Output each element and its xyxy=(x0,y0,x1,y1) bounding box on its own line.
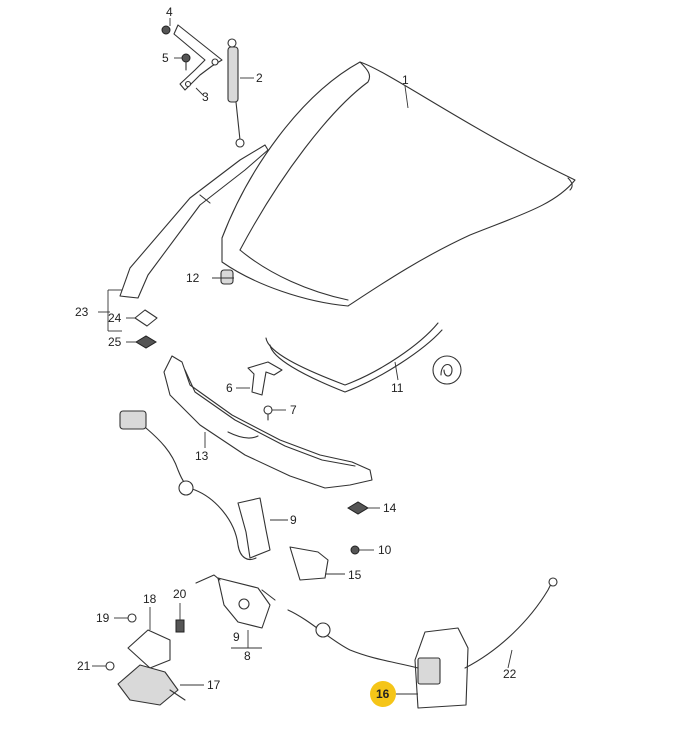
label-part-21[interactable]: 21 xyxy=(77,659,91,673)
front-cover-panel[interactable] xyxy=(163,355,373,489)
highlight-badge-part-16 xyxy=(370,681,396,707)
label-part-1[interactable]: 1 xyxy=(402,73,409,87)
label-part-24[interactable]: 24 xyxy=(108,311,122,325)
release-cable[interactable] xyxy=(119,410,257,561)
bolt-part-4[interactable] xyxy=(161,25,171,35)
label-part-12[interactable]: 12 xyxy=(186,271,200,285)
label-part-22[interactable]: 22 xyxy=(503,667,517,681)
part-labels: 1 2 3 4 5 6 7 8 9 9 10 11 12 13 14 15 16… xyxy=(75,5,517,701)
label-part-17[interactable]: 17 xyxy=(207,678,221,692)
label-part-19[interactable]: 19 xyxy=(96,611,110,625)
label-part-25[interactable]: 25 xyxy=(108,335,122,349)
hood-panel[interactable] xyxy=(221,61,576,307)
label-part-18[interactable]: 18 xyxy=(143,592,157,606)
hood-latch[interactable] xyxy=(195,574,276,629)
label-part-7[interactable]: 7 xyxy=(290,403,297,417)
label-part-15[interactable]: 15 xyxy=(348,568,362,582)
release-handle-housing[interactable] xyxy=(414,627,469,709)
contact-switch-part-17[interactable] xyxy=(117,664,186,706)
release-cable-part-22[interactable] xyxy=(287,577,558,669)
label-part-11[interactable]: 11 xyxy=(391,381,404,395)
bracket-part-9-upper[interactable] xyxy=(237,497,271,559)
label-part-8[interactable]: 8 xyxy=(244,649,251,663)
label-part-14[interactable]: 14 xyxy=(383,501,397,515)
leader-lines xyxy=(92,18,513,695)
bolt-part-7[interactable] xyxy=(263,405,273,421)
bump-stop-part-12[interactable] xyxy=(220,269,234,285)
bolt-part-10[interactable] xyxy=(350,545,360,555)
label-part-10[interactable]: 10 xyxy=(378,543,392,557)
side-seal-strip[interactable] xyxy=(119,144,269,299)
screw-part-19[interactable] xyxy=(127,613,137,623)
label-part-16[interactable]: 16 xyxy=(376,687,390,701)
clip-part-20[interactable] xyxy=(175,619,185,633)
label-part-9-upper[interactable]: 9 xyxy=(290,513,297,527)
bracket-part-6[interactable] xyxy=(247,361,283,396)
switch-bracket-part-18[interactable] xyxy=(127,629,171,669)
label-part-4[interactable]: 4 xyxy=(166,5,173,19)
label-part-13[interactable]: 13 xyxy=(195,449,209,463)
hood-seal[interactable] xyxy=(265,322,462,393)
label-part-5[interactable]: 5 xyxy=(162,51,169,65)
label-part-3[interactable]: 3 xyxy=(202,90,209,104)
label-part-9-lower[interactable]: 9 xyxy=(233,630,240,644)
hood-hinge[interactable] xyxy=(173,24,223,91)
clip-part-24[interactable] xyxy=(134,309,158,327)
label-part-2[interactable]: 2 xyxy=(256,71,263,85)
label-part-6[interactable]: 6 xyxy=(226,381,233,395)
bracket-part-15[interactable] xyxy=(289,546,329,581)
label-part-23[interactable]: 23 xyxy=(75,305,89,319)
nut-part-21[interactable] xyxy=(105,661,115,671)
hood-gas-strut[interactable] xyxy=(227,38,245,148)
bolt-part-5[interactable] xyxy=(181,53,191,71)
label-part-20[interactable]: 20 xyxy=(173,587,187,601)
clip-part-25[interactable] xyxy=(135,335,157,349)
clip-part-14[interactable] xyxy=(347,501,369,515)
